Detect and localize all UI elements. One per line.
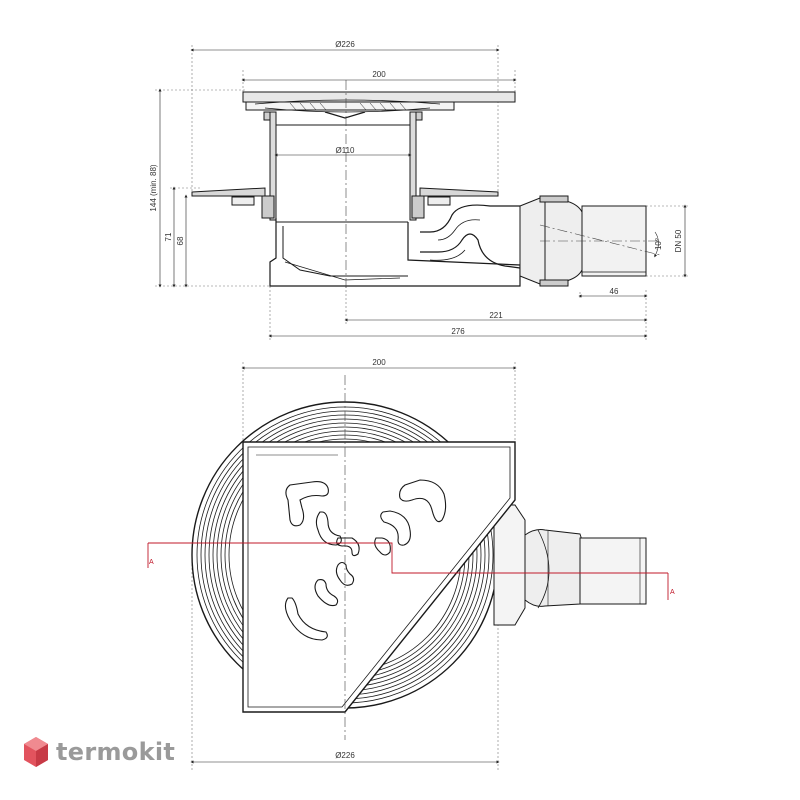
outlet-pipe-plan	[579, 537, 647, 605]
siphon-path	[420, 204, 520, 233]
plan-dimension-lines	[190, 366, 517, 764]
label-outlet-length: 46	[610, 287, 619, 296]
lower-housing	[269, 218, 521, 287]
outlet-housing	[493, 504, 526, 626]
brand-logo: termokit	[22, 736, 175, 768]
label-total-height: 144 (min. 88)	[149, 164, 158, 211]
plan-view-labels: 200 Ø226 A A	[149, 358, 675, 760]
grate-slots	[284, 479, 447, 641]
body-right-wall	[409, 111, 417, 221]
label-height-68: 68	[176, 236, 185, 245]
plan-label-frame-width: 200	[372, 358, 386, 367]
label-total-length: 276	[451, 327, 465, 336]
plan-label-outer-diameter: Ø226	[335, 751, 355, 760]
flange-right	[419, 187, 499, 197]
brand-name: termokit	[56, 738, 176, 766]
plan-view	[147, 362, 669, 770]
side-view	[155, 45, 690, 342]
hexagon-logo-icon	[24, 737, 48, 767]
label-frame-width: 200	[372, 70, 386, 79]
outlet-ball-joint	[524, 529, 586, 607]
side-view-labels: Ø226 200 Ø110 144 (min. 88) 71 68 10° DN…	[149, 40, 683, 336]
corner-frame	[242, 441, 516, 713]
label-outlet-angle: 10°	[654, 238, 663, 250]
label-height-71: 71	[164, 232, 173, 241]
label-outer-diameter: Ø226	[335, 40, 355, 49]
label-outlet-size: DN 50	[674, 229, 683, 252]
flange-left	[191, 187, 266, 197]
section-line-a	[147, 542, 669, 600]
label-body-diameter: Ø110	[336, 146, 356, 155]
section-mark-left: A	[149, 559, 154, 566]
label-center-to-outlet: 221	[489, 311, 503, 320]
section-mark-right: A	[670, 589, 675, 596]
body-left-wall	[269, 111, 277, 221]
dimension-lines	[158, 48, 687, 338]
